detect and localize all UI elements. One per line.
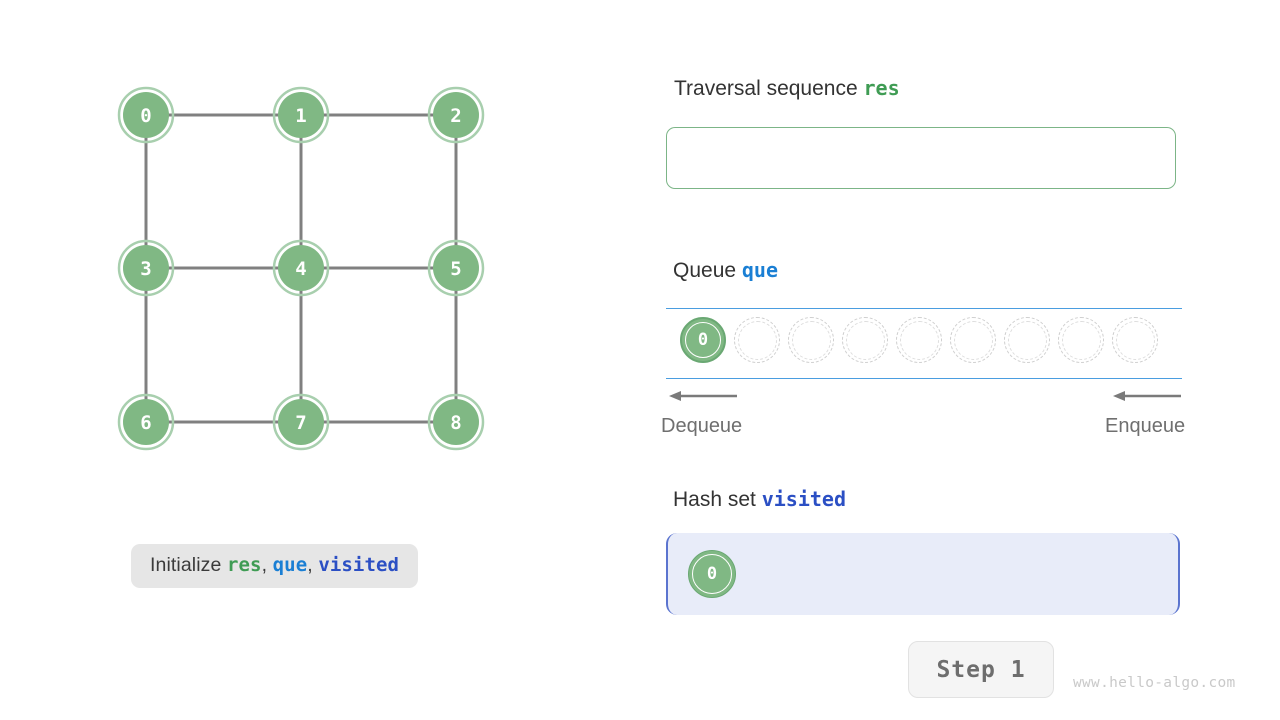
graph-node-disc-2 xyxy=(433,92,479,138)
graph-node-disc-1 xyxy=(278,92,324,138)
queue-container: 0 xyxy=(666,308,1182,380)
queue-slot-value-0: 0 xyxy=(697,330,709,350)
graph-node-ring-1 xyxy=(272,86,330,144)
visited-set-box: 0 xyxy=(666,533,1180,615)
graph-node-3[interactable]: 3 xyxy=(117,239,175,297)
graph-node-label-0: 0 xyxy=(140,105,151,127)
dequeue-label: Dequeue xyxy=(661,415,743,437)
queue-slot-2 xyxy=(788,317,834,363)
caption-prefix: Initialize xyxy=(150,554,227,576)
graph-node-ring-7 xyxy=(272,393,330,451)
graph-node-ring-3 xyxy=(117,239,175,297)
graph-node-label-6: 6 xyxy=(140,412,151,434)
graph-node-ring-4 xyxy=(272,239,330,297)
caption-sep-2: , xyxy=(307,554,319,576)
graph-node-label-4: 4 xyxy=(295,258,306,280)
graph-node-6[interactable]: 6 xyxy=(117,393,175,451)
visited-item-value-0: 0 xyxy=(706,564,718,584)
graph-node-4[interactable]: 4 xyxy=(272,239,330,297)
watermark: www.hello-algo.com xyxy=(1073,675,1236,691)
graph-node-disc-3 xyxy=(123,245,169,291)
visited-section-title: Hash set visited xyxy=(673,487,846,512)
caption-token-que: que xyxy=(272,554,308,576)
enqueue-label: Enqueue xyxy=(1105,415,1186,437)
graph-node-label-1: 1 xyxy=(295,105,306,127)
queue-slot-3 xyxy=(842,317,888,363)
visited-item-0: 0 xyxy=(688,550,736,598)
graph-node-ring-5 xyxy=(427,239,485,297)
graph-node-7[interactable]: 7 xyxy=(272,393,330,451)
graph-node-label-2: 2 xyxy=(450,105,461,127)
queue-slot-7 xyxy=(1058,317,1104,363)
queue-slot-6 xyxy=(1004,317,1050,363)
caption-token-visited: visited xyxy=(318,554,400,576)
graph-node-ring-0 xyxy=(117,86,175,144)
graph-panel: 0 1 2 3 4 5 6 7 8 Initialize res, que, visited xyxy=(0,0,620,720)
queue-section-title: Queue que xyxy=(673,258,778,283)
queue-slot-1 xyxy=(734,317,780,363)
queue-slot-5 xyxy=(950,317,996,363)
queue-title-text: Queue xyxy=(673,259,742,282)
res-title-code: res xyxy=(863,76,900,100)
graph-node-label-5: 5 xyxy=(450,258,461,280)
grid-graph-svg: 0 1 2 3 4 5 6 7 8 xyxy=(117,86,485,451)
queue-rail-top xyxy=(666,308,1182,309)
graph-node-8[interactable]: 8 xyxy=(427,393,485,451)
graph-node-label-8: 8 xyxy=(450,412,461,434)
graph-node-5[interactable]: 5 xyxy=(427,239,485,297)
queue-title-code: que xyxy=(741,258,779,282)
queue-slot-8 xyxy=(1112,317,1158,363)
caption-token-res: res xyxy=(226,554,262,576)
state-panel: Traversal sequence res Queue que 0 Deque… xyxy=(620,0,1280,720)
visited-title-text: Hash set xyxy=(673,488,762,511)
graph-node-2[interactable]: 2 xyxy=(427,86,485,144)
dequeue-arrow-icon xyxy=(669,391,737,401)
visited-title-code: visited xyxy=(761,487,847,511)
graph-node-disc-7 xyxy=(278,399,324,445)
queue-slot-0: 0 xyxy=(680,317,726,363)
queue-rail-bottom xyxy=(666,378,1182,379)
initialize-caption: Initialize res, que, visited xyxy=(131,544,419,588)
queue-slot-4 xyxy=(896,317,942,363)
queue-slot-list: 0 xyxy=(680,317,1158,363)
graph-node-label-7: 7 xyxy=(295,412,306,434)
res-section-title: Traversal sequence res xyxy=(674,76,900,101)
caption-sep-1: , xyxy=(261,554,273,576)
graph-node-ring-8 xyxy=(427,393,485,451)
step-badge: Step 1 xyxy=(908,641,1054,698)
res-title-text: Traversal sequence xyxy=(674,77,864,100)
graph-node-0[interactable]: 0 xyxy=(117,86,175,144)
graph-node-ring-2 xyxy=(427,86,485,144)
graph-node-disc-4 xyxy=(278,245,324,291)
graph-node-disc-0 xyxy=(123,92,169,138)
graph-node-label-3: 3 xyxy=(140,258,151,280)
graph-node-disc-5 xyxy=(433,245,479,291)
graph-node-disc-8 xyxy=(433,399,479,445)
graph-node-disc-6 xyxy=(123,399,169,445)
enqueue-arrow-icon xyxy=(1113,391,1181,401)
res-list-box xyxy=(666,127,1176,189)
graph-node-ring-6 xyxy=(117,393,175,451)
visited-item-list: 0 xyxy=(688,550,736,598)
graph-node-1[interactable]: 1 xyxy=(272,86,330,144)
graph-node-layer: 0 1 2 3 4 5 6 7 8 xyxy=(117,86,485,451)
